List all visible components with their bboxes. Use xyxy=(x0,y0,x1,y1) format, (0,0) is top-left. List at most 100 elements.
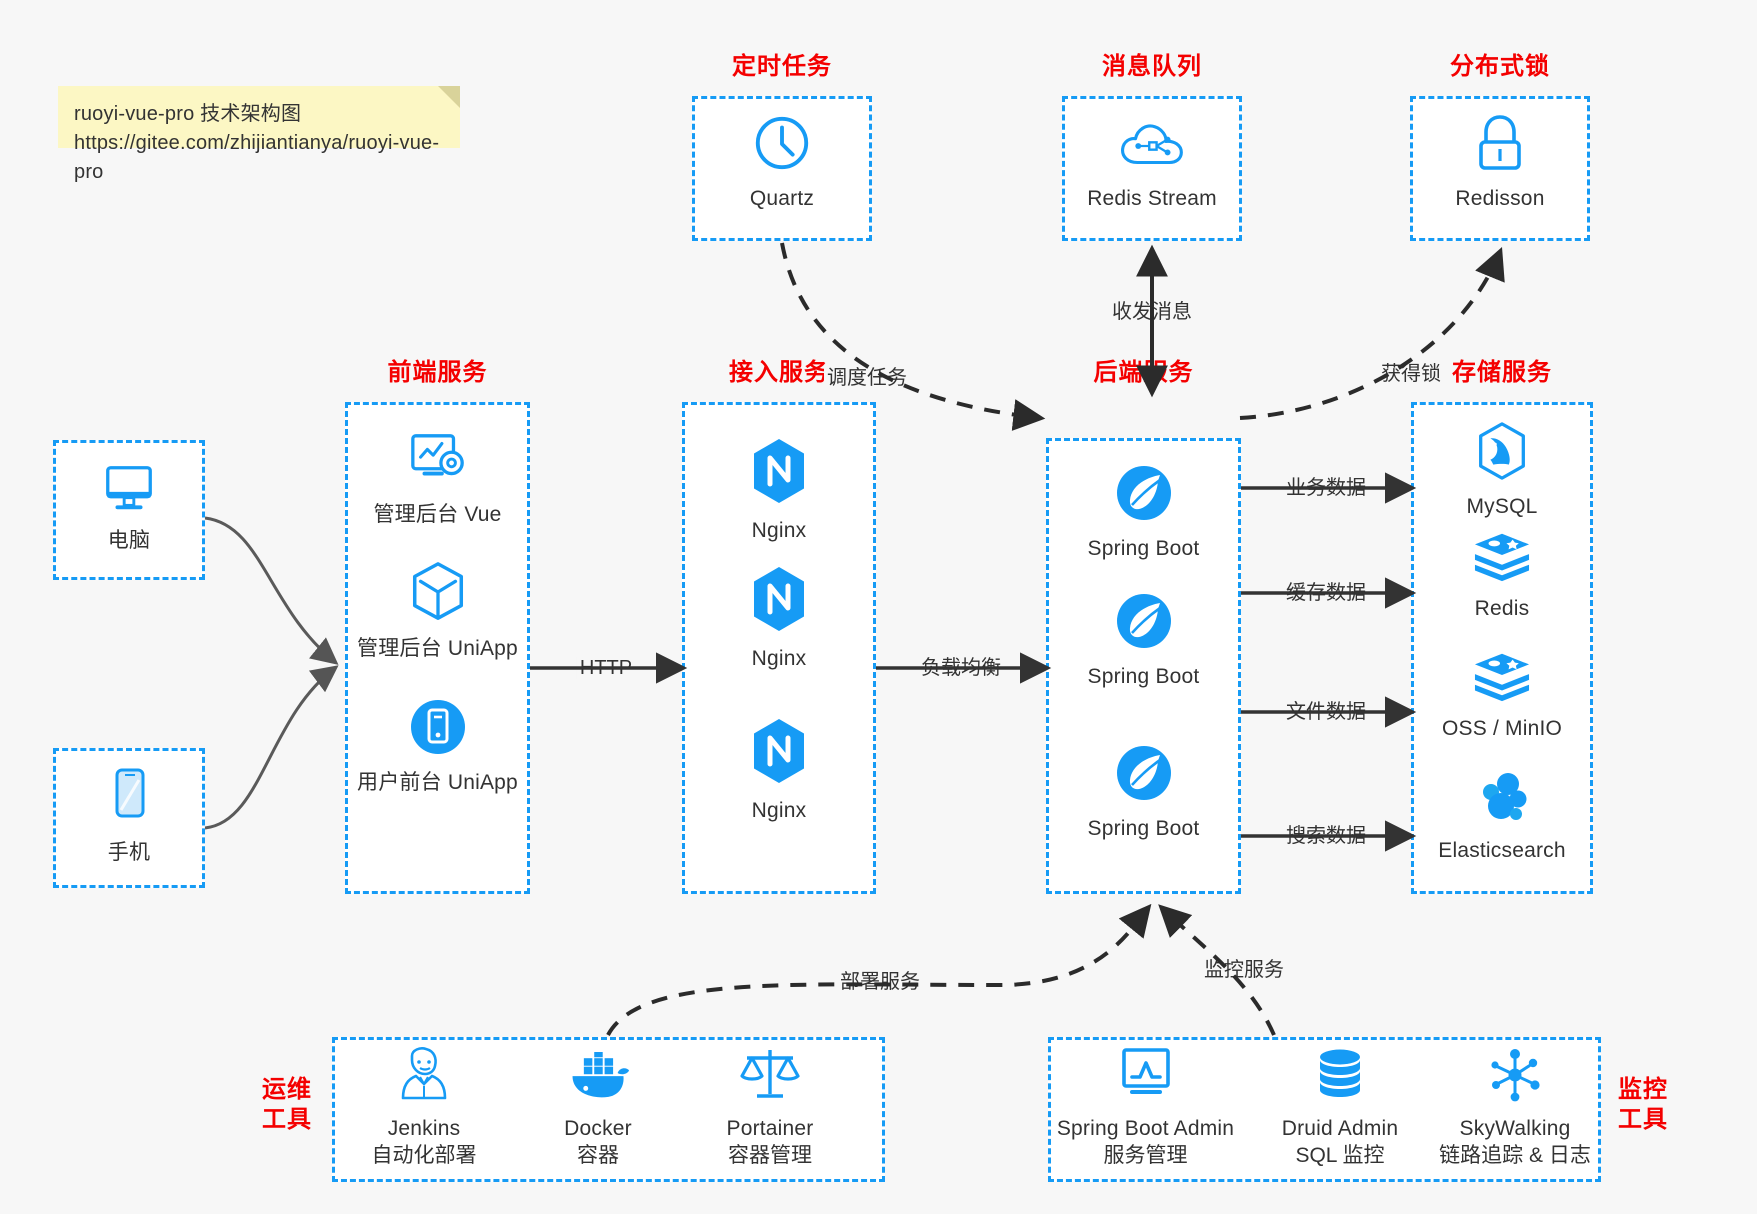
devops-title-line-1: 运维 xyxy=(262,1076,312,1103)
mysql-icon xyxy=(1473,420,1531,487)
cloud-network-icon xyxy=(1119,118,1185,179)
lock-icon xyxy=(1471,112,1529,179)
node-label: Nginx xyxy=(751,647,807,670)
edge-phone-to-frontend xyxy=(204,665,339,830)
node-label: Spring Boot xyxy=(1087,817,1200,840)
node-label: Nginx xyxy=(751,799,807,822)
edge-label-acquire-lock: 获得锁 xyxy=(1378,363,1444,385)
node-label: Portainer xyxy=(726,1117,814,1140)
node-nginx-2[interactable]: Nginx xyxy=(682,564,876,672)
spring-boot-icon xyxy=(1113,590,1175,657)
node-nginx-3[interactable]: Nginx xyxy=(682,716,876,824)
node-mysql[interactable]: MySQL xyxy=(1411,420,1593,520)
node-redis-stream[interactable]: Redis Stream xyxy=(1062,118,1242,212)
node-label: 管理后台 Vue xyxy=(373,503,502,526)
spring-boot-icon xyxy=(1113,742,1175,809)
node-skywalking[interactable]: SkyWalking 链路追踪 & 日志 xyxy=(1430,1046,1600,1170)
node-label: Redisson xyxy=(1455,187,1545,210)
docker-icon xyxy=(565,1049,631,1109)
desktop-icon xyxy=(98,460,160,521)
node-label: Docker xyxy=(564,1117,632,1140)
node-label: 电脑 xyxy=(107,529,151,552)
oss-minio-icon xyxy=(1471,648,1533,709)
group-box-frontend xyxy=(345,402,530,894)
node-label: Redis Stream xyxy=(1087,187,1217,210)
node-admin-uniapp[interactable]: 管理后台 UniApp xyxy=(345,560,530,662)
node-label: Jenkins xyxy=(387,1117,461,1140)
node-label: Druid Admin xyxy=(1281,1117,1399,1140)
node-redis[interactable]: Redis xyxy=(1411,528,1593,622)
node-sublabel: 自动化部署 xyxy=(371,1144,477,1168)
elasticsearch-icon xyxy=(1473,768,1531,831)
phone-icon xyxy=(105,766,153,833)
clock-icon xyxy=(751,112,813,179)
edge-quartz-to-backend xyxy=(780,242,1046,431)
node-admin-vue[interactable]: 管理后台 Vue xyxy=(345,430,530,528)
node-label: MySQL xyxy=(1466,495,1538,518)
node-redisson[interactable]: Redisson xyxy=(1410,112,1590,212)
node-sublabel: 链路追踪 & 日志 xyxy=(1439,1144,1591,1168)
node-spring-boot-admin[interactable]: Spring Boot Admin 服务管理 xyxy=(1053,1046,1238,1170)
node-sublabel: 容器 xyxy=(577,1144,619,1168)
node-sublabel: SQL 监控 xyxy=(1295,1144,1385,1168)
node-sublabel: 服务管理 xyxy=(1103,1144,1188,1168)
portainer-icon xyxy=(739,1046,801,1109)
edge-label-deploy-service: 部署服务 xyxy=(837,971,923,993)
group-title-gateway: 接入服务 xyxy=(729,359,829,386)
note-line-1: ruoyi-vue-pro 技术架构图 xyxy=(74,103,302,125)
node-docker[interactable]: Docker 容器 xyxy=(518,1049,678,1170)
group-title-lock: 分布式锁 xyxy=(1450,53,1550,80)
node-phone[interactable]: 手机 xyxy=(53,766,205,866)
devops-title-line-2: 工具 xyxy=(262,1106,312,1133)
node-spring-boot-1[interactable]: Spring Boot xyxy=(1046,462,1241,562)
node-quartz[interactable]: Quartz xyxy=(692,112,872,212)
hexagon-cube-icon xyxy=(407,560,469,629)
node-label: OSS / MinIO xyxy=(1441,717,1563,740)
node-jenkins[interactable]: Jenkins 自动化部署 xyxy=(344,1046,504,1170)
edge-desktop-to-frontend xyxy=(204,516,339,665)
mobile-app-icon xyxy=(407,696,469,763)
monitor-gear-icon xyxy=(405,430,471,495)
node-elasticsearch[interactable]: Elasticsearch xyxy=(1411,768,1593,864)
node-user-uniapp[interactable]: 用户前台 UniApp xyxy=(345,696,530,796)
group-title-devops: 运维 工具 xyxy=(252,1075,322,1135)
redis-icon xyxy=(1471,528,1533,589)
nginx-icon xyxy=(748,436,810,511)
diagram-note: ruoyi-vue-pro 技术架构图 https://gitee.com/zh… xyxy=(58,86,460,183)
nginx-icon xyxy=(748,564,810,639)
node-label: 手机 xyxy=(107,841,151,864)
group-title-monitor: 监控 工具 xyxy=(1608,1075,1678,1135)
node-label: 用户前台 UniApp xyxy=(357,771,518,794)
node-spring-boot-2[interactable]: Spring Boot xyxy=(1046,590,1241,690)
group-title-mq: 消息队列 xyxy=(1102,53,1202,80)
node-portainer[interactable]: Portainer 容器管理 xyxy=(690,1046,850,1170)
node-sublabel: 容器管理 xyxy=(728,1144,812,1168)
note-line-2: https://gitee.com/zhijiantianya/ruoyi-vu… xyxy=(74,132,440,183)
nginx-icon xyxy=(748,716,810,791)
group-title-storage: 存储服务 xyxy=(1452,359,1552,386)
edge-monitor-to-backend xyxy=(1158,904,1276,1036)
node-label: Redis xyxy=(1474,597,1530,620)
group-title-frontend: 前端服务 xyxy=(387,359,488,386)
node-label: Spring Boot Admin xyxy=(1056,1117,1235,1140)
skywalking-icon xyxy=(1486,1046,1544,1109)
group-box-desktop xyxy=(53,440,205,580)
note-fold-corner xyxy=(438,86,460,108)
database-icon xyxy=(1312,1046,1368,1109)
node-label: Spring Boot xyxy=(1087,537,1200,560)
chart-monitor-icon xyxy=(1116,1046,1176,1109)
node-nginx-1[interactable]: Nginx xyxy=(682,436,876,544)
node-label: SkyWalking xyxy=(1459,1117,1571,1140)
node-spring-boot-3[interactable]: Spring Boot xyxy=(1046,742,1241,842)
edge-backend-to-lock xyxy=(1239,247,1505,420)
group-box-mq xyxy=(1062,96,1242,241)
node-oss-minio[interactable]: OSS / MinIO xyxy=(1411,648,1593,742)
node-label: Quartz xyxy=(749,187,815,210)
spring-boot-icon xyxy=(1113,462,1175,529)
node-druid-admin[interactable]: Druid Admin SQL 监控 xyxy=(1260,1046,1420,1170)
node-desktop[interactable]: 电脑 xyxy=(53,460,205,554)
node-label: Spring Boot xyxy=(1087,665,1200,688)
node-label: 管理后台 UniApp xyxy=(357,637,518,660)
